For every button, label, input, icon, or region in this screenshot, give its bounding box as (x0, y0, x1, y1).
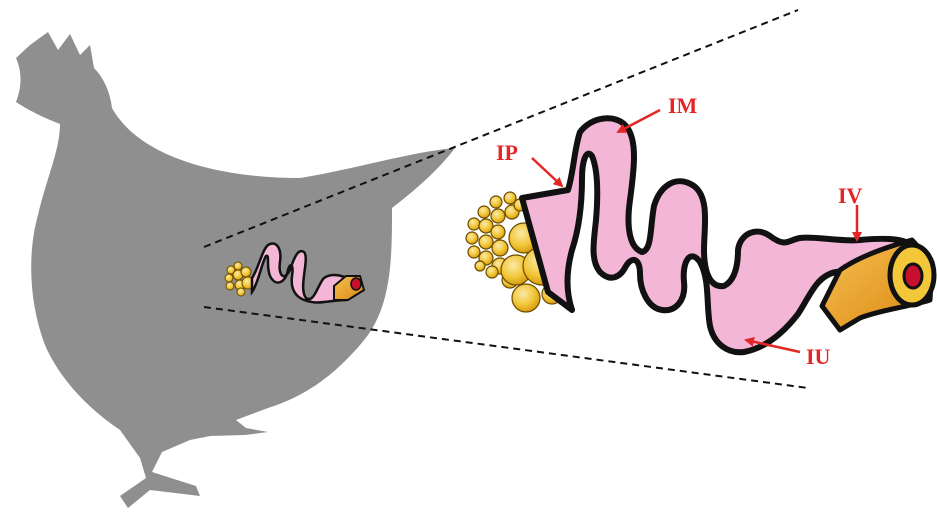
label-iv: IV (838, 183, 863, 208)
label-iu: IU (806, 344, 831, 369)
ip-arrow (532, 158, 562, 186)
label-im: IM (668, 93, 698, 118)
label-ip: IP (496, 140, 518, 165)
